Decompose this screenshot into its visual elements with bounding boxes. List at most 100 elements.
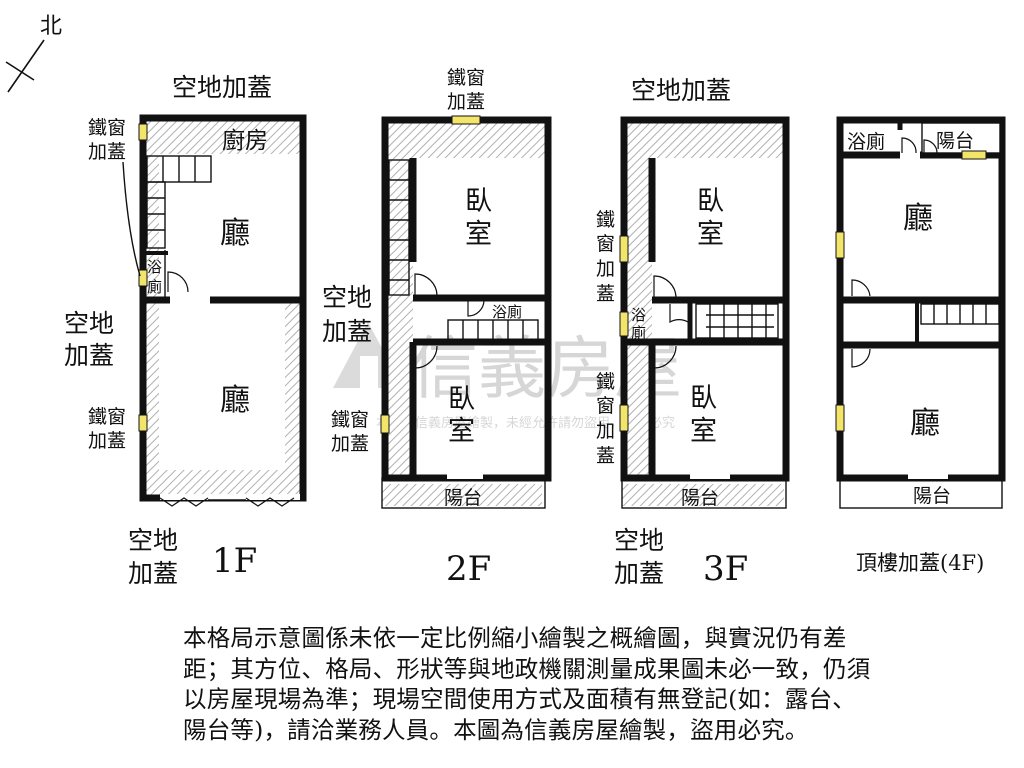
annot-bottom-a: 空地 (614, 526, 664, 555)
svg-text:蓋: 蓋 (596, 445, 615, 467)
door-icon (851, 348, 871, 368)
door-icon (851, 279, 871, 297)
floor-3f: 臥 室 浴 廁 臥 室 陽台 空地加蓋 鐵 窗 加 蓋 鐵 窗 加 蓋 空地 加… (596, 76, 790, 589)
room-balcony: 陽台 (444, 487, 482, 509)
svg-text:窗: 窗 (596, 233, 615, 255)
room-hall-top: 廳 (903, 201, 933, 236)
annot-top: 空地加蓋 (631, 76, 731, 105)
disclaimer-text: 本格局示意圖係未依一定比例縮小繪製之概繪圖，與實況仍有差 距；其方位、格局、形狀… (183, 623, 983, 745)
north-arrow-icon (7, 39, 45, 93)
annot-window-top-b: 加蓋 (447, 91, 485, 113)
floor-4f: 浴廁 陽台 廳 廳 陽台 頂樓加蓋(4F) (835, 116, 1006, 575)
hatch-balcony (622, 484, 784, 506)
hatch-balcony (382, 484, 542, 506)
door-icon (653, 345, 677, 369)
room-hall-bottom: 廳 (220, 383, 250, 418)
window-icon (451, 115, 481, 125)
window-icon (138, 269, 148, 287)
annot-side-a: 空地 (322, 283, 372, 312)
hatch-top (143, 118, 303, 154)
window-icon (619, 311, 629, 337)
floor-label: 頂樓加蓋(4F) (856, 551, 984, 575)
floor-1f: 廚房 廳 浴 廁 廳 空地加蓋 鐵窗 加蓋 空地 加蓋 鐵窗 加蓋 空地 加蓋 … (64, 73, 307, 588)
room-bath-a: 浴 (147, 258, 162, 276)
door-icon (167, 271, 189, 293)
door-icon (901, 137, 917, 154)
door-icon (467, 299, 485, 317)
annot-bottom-b: 加蓋 (614, 559, 664, 588)
door-icon (414, 273, 438, 297)
stairs (920, 303, 1000, 325)
disclaimer-line: 本格局示意圖係未依一定比例縮小繪製之概繪圖，與實況仍有差 (183, 624, 847, 652)
annot-window-side-a: 鐵窗 (331, 409, 369, 431)
window-icon (138, 414, 148, 432)
window-icon (835, 231, 845, 259)
window-icon (619, 404, 629, 432)
storefront-door (159, 494, 300, 507)
room-bed-top-a: 臥 (465, 186, 492, 217)
window-icon (835, 404, 845, 432)
annot-window-side-b: 加蓋 (331, 433, 369, 455)
disclaimer-line: 陽台等)，請洽業務人員。本圖為信義房屋繪製，盜用必究。 (183, 715, 809, 744)
room-hall-top: 廳 (220, 216, 250, 251)
floor-label: 1F (212, 541, 257, 581)
annot-side-a: 空地 (64, 309, 114, 338)
svg-text:加: 加 (596, 258, 615, 280)
annot-top: 空地加蓋 (172, 73, 272, 102)
compass: 北 (5, 14, 62, 93)
room-kitchen: 廚房 (222, 128, 268, 154)
watermark-note: 本圖為信義房屋繪製，未經允許請勿盜用，違者必究 (376, 415, 675, 431)
room-bath: 浴廁 (847, 130, 885, 153)
door-icon (923, 139, 938, 154)
door-icon (653, 275, 677, 299)
stairs (695, 303, 779, 339)
hatch-bottom (143, 470, 303, 498)
annot-window-top-a: 鐵窗 (88, 117, 126, 139)
svg-text:鐵: 鐵 (596, 371, 615, 393)
room-bath-b: 廁 (631, 324, 646, 342)
svg-text:加: 加 (596, 420, 615, 442)
annot-bottom-a: 空地 (128, 526, 178, 555)
annot-window-bottom-b: 加蓋 (88, 430, 126, 452)
door-icon (414, 345, 438, 369)
annot-side-b: 加蓋 (322, 317, 372, 346)
room-bed-top-a: 臥 (697, 186, 724, 217)
annot-window-top: 鐵 窗 加 蓋 (596, 209, 615, 305)
floor-plan-diagram: 信義房屋 本圖為信義房屋繪製，未經允許請勿盜用，違者必究 北 (5, 14, 1006, 589)
room-bed-bottom-a: 臥 (448, 384, 475, 415)
floor-2f: 臥 室 浴廁 臥 室 陽台 鐵窗 加蓋 空地 加蓋 鐵窗 加蓋 2F (322, 67, 552, 589)
stairs (146, 155, 212, 249)
room-balcony: 陽台 (681, 487, 719, 509)
annot-bottom-b: 加蓋 (128, 559, 178, 588)
window-icon (380, 414, 390, 434)
floor-label: 2F (446, 549, 491, 589)
room-bed-bottom-b: 室 (448, 416, 475, 447)
room-balcony-top: 陽台 (936, 130, 974, 152)
room-bed-top-b: 室 (465, 219, 492, 250)
window-icon (961, 150, 987, 160)
room-bed-bottom-b: 室 (690, 416, 717, 447)
svg-text:鐵: 鐵 (596, 209, 615, 231)
annot-window-top-a: 鐵窗 (447, 67, 485, 89)
disclaimer-line: 以房屋現場為準；現場空間使用方式及面積有無登記(如：露台、 (183, 685, 856, 713)
annot-window-bottom: 鐵 窗 加 蓋 (596, 371, 615, 467)
annot-window-top-b: 加蓋 (88, 141, 126, 163)
window-icon (138, 123, 148, 141)
svg-text:窗: 窗 (596, 395, 615, 417)
room-bath-b: 廁 (147, 278, 162, 296)
svg-text:蓋: 蓋 (596, 283, 615, 305)
room-bed-top-b: 室 (697, 219, 724, 250)
room-balcony-bottom: 陽台 (913, 485, 951, 507)
disclaimer-line: 距；其方位、格局、形狀等與地政機關測量成果圖未必一致，仍須 (183, 654, 871, 683)
door-icon (669, 304, 689, 324)
room-bed-bottom-a: 臥 (690, 383, 717, 414)
annot-side-b: 加蓋 (64, 341, 114, 370)
compass-label: 北 (40, 14, 62, 39)
window-icon (619, 235, 629, 263)
hatch-right (285, 300, 303, 498)
stairs (388, 159, 539, 341)
room-bath-a: 浴 (631, 306, 646, 324)
hatch-left (624, 120, 652, 478)
room-hall-bottom: 廳 (910, 406, 940, 441)
floor-label: 3F (703, 549, 748, 589)
